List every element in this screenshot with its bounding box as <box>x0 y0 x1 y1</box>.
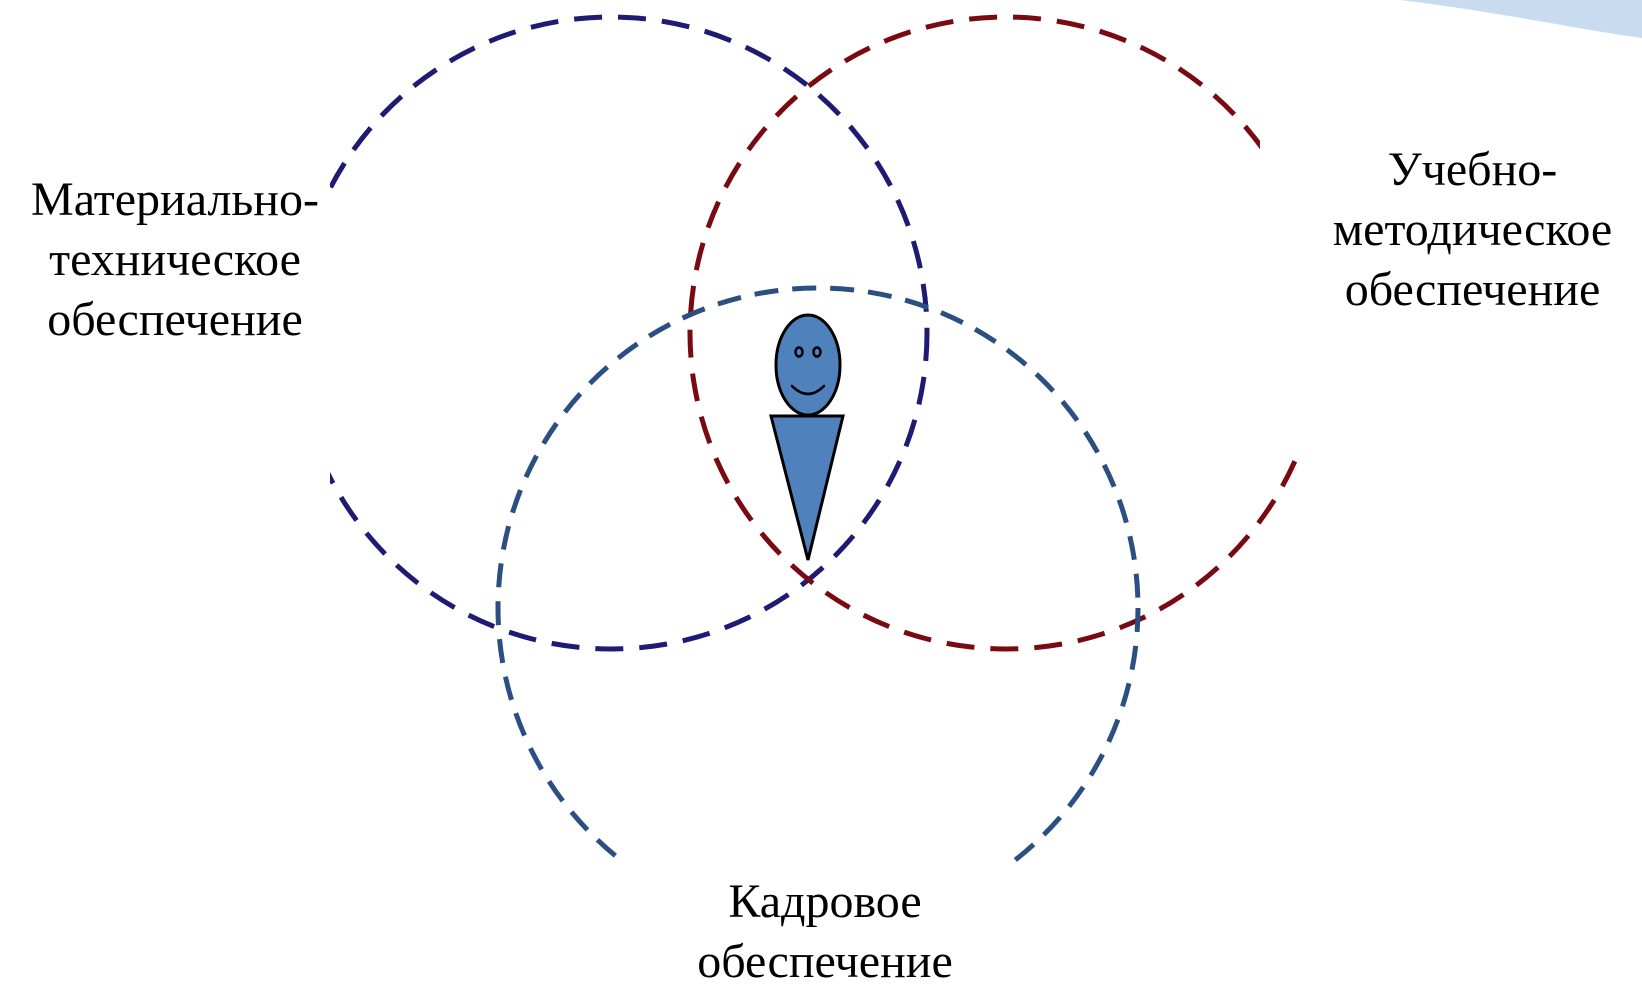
person-head <box>774 313 842 417</box>
person-smile <box>790 384 826 396</box>
label-material-line-3: обеспечение <box>47 293 303 346</box>
person-body <box>769 414 845 561</box>
label-staff: Кадровое обеспечение <box>660 872 990 992</box>
label-gap-left <box>280 158 330 488</box>
label-educational-methodical: Учебно- методическое обеспечение <box>1300 140 1642 320</box>
label-staff-line-1: Кадровое <box>728 875 922 928</box>
label-material-technical: Материально- техническое обеспечение <box>0 170 350 350</box>
label-material-line-1: Материально- <box>31 173 319 226</box>
person-right-eye <box>812 346 822 358</box>
label-material-line-2: техническое <box>49 233 301 286</box>
label-methodical-line-2: методическое <box>1332 203 1613 256</box>
label-methodical-line-3: обеспечение <box>1344 263 1601 316</box>
person-icon <box>769 313 845 561</box>
label-methodical-line-1: Учебно- <box>1387 143 1558 196</box>
corner-swoosh-decoration <box>1400 0 1642 38</box>
label-gap-bottom <box>620 862 1020 991</box>
person-left-eye <box>794 346 804 358</box>
label-staff-line-2: обеспечение <box>697 935 953 988</box>
label-gap-right <box>1260 128 1330 458</box>
